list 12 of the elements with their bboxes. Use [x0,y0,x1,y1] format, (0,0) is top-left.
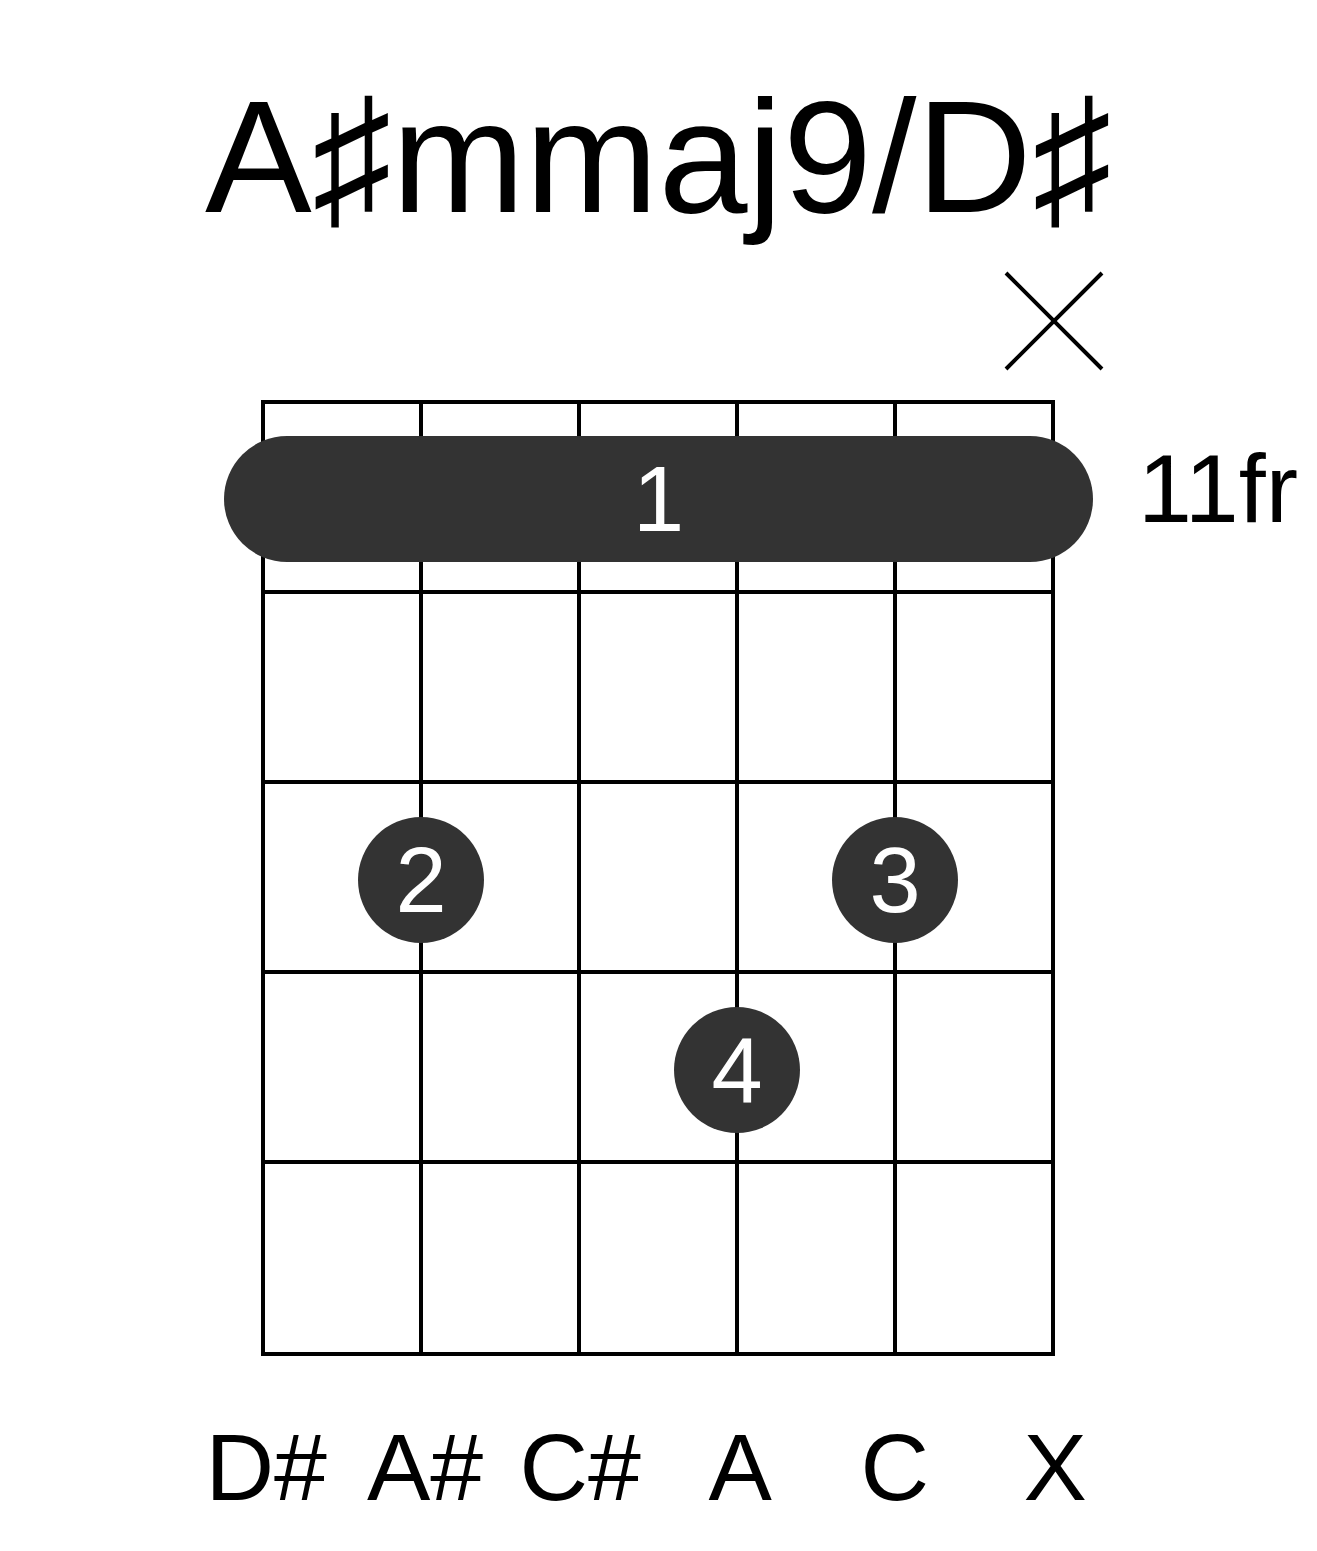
barre-bar: 1 [224,436,1093,562]
finger-dot: 4 [674,1007,800,1133]
chord-title: A♯mmaj9/D♯ [205,67,1112,246]
string-note-label: A# [367,1420,484,1515]
string-note-label: C# [519,1420,641,1515]
string-note-label: X [1023,1420,1087,1515]
string-note-label: A [708,1420,772,1515]
fret-number-label: 11fr [1138,440,1298,537]
finger-dot: 3 [832,817,958,943]
string-note-label: D# [205,1420,327,1515]
string-note-label: C [860,1420,930,1515]
finger-dot: 2 [358,817,484,943]
